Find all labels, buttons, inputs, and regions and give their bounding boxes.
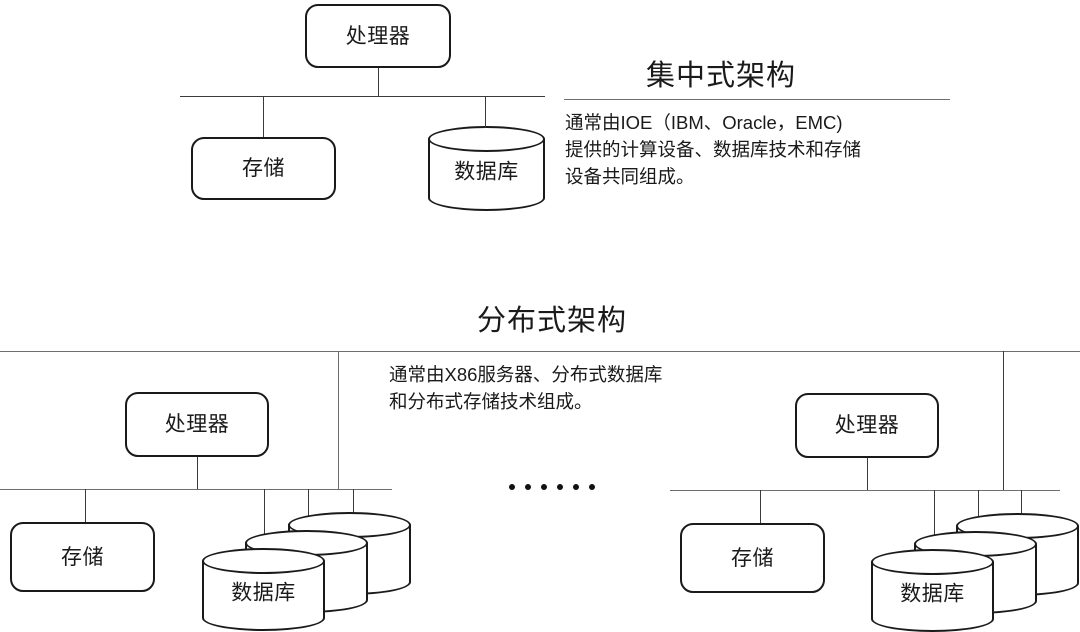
centralized-title: 集中式架构 [646,60,797,92]
distributed-title: 分布式架构 [477,305,628,337]
centralized-storage-label: 存储 [242,157,285,180]
cluster-2-processor-stem [867,458,868,491]
ellipsis-dot [541,484,547,490]
centralized-database-label: 数据库 [454,160,519,183]
centralized-caption: 通常由IOE（IBM、Oracle，EMC) 提供的计算设备、数据库技术和存储 … [565,110,861,190]
centralized-bus-line [180,96,545,97]
cluster-1-storage-box: 存储 [10,522,155,592]
centralized-database-cylinder: 数据库 [428,126,545,211]
cluster-1-bus-line [0,489,392,490]
centralized-processor-label: 处理器 [345,24,411,48]
cluster-2-storage-box: 存储 [680,523,825,593]
distributed-cluster-2-uplink [1003,351,1004,490]
ellipsis-dot [525,484,531,490]
ellipsis-dot [509,484,515,490]
cluster-2-storage-label: 存储 [731,546,774,570]
centralized-storage-stem [263,96,264,138]
cylinder-top-ellipse [428,126,545,152]
ellipsis-dot [589,484,595,490]
distributed-caption: 通常由X86服务器、分布式数据库 和分布式存储技术组成。 [389,362,662,416]
cluster-2-storage-stem [760,490,761,524]
cluster-2-processor-box: 处理器 [795,393,939,458]
cluster-1-storage-label: 存储 [61,545,104,569]
distributed-caption-line-1: 通常由X86服务器、分布式数据库 [389,364,663,385]
cluster-2-processor-label: 处理器 [834,414,900,437]
centralized-database-stem [485,96,486,128]
ellipsis-dot [573,484,579,490]
centralized-processor-box: 处理器 [305,4,451,68]
centralized-caption-line-3: 设备共同组成。 [565,165,695,187]
centralized-caption-line-1: 通常由IOE（IBM、Oracle，EMC) [565,112,843,133]
cluster-1-database-label: 数据库 [231,581,296,604]
cluster-2-database-stem-back [1021,490,1022,522]
cluster-2-database-stem-front [934,490,935,558]
cluster-ellipsis [509,484,595,490]
centralized-processor-stem [378,68,379,97]
centralized-title-rule [564,99,950,100]
cluster-1-database-stem-back [353,489,354,521]
cluster-1-storage-stem [85,489,86,523]
cylinder-top-ellipse [871,549,994,575]
cluster-2-database-label: 数据库 [900,582,965,605]
centralized-storage-box: 存储 [191,137,336,200]
cluster-1-database-stem-middle [308,489,309,539]
distributed-cluster-1-uplink [338,351,339,490]
cluster-1-processor-stem [197,457,198,490]
distributed-caption-line-2: 和分布式存储技术组成。 [389,390,593,412]
cluster-1-processor-box: 处理器 [125,392,269,457]
distributed-backbone-line [0,351,1080,352]
cluster-1-database-cylinder-front: 数据库 [202,548,325,631]
cluster-1-database-stem-front [264,489,265,557]
cluster-1-processor-label: 处理器 [164,413,230,436]
centralized-caption-line-2: 提供的计算设备、数据库技术和存储 [565,138,862,160]
cluster-2-bus-line [670,490,1060,491]
cluster-2-database-cylinder-front: 数据库 [871,549,994,632]
cylinder-top-ellipse [202,548,325,574]
ellipsis-dot [557,484,563,490]
